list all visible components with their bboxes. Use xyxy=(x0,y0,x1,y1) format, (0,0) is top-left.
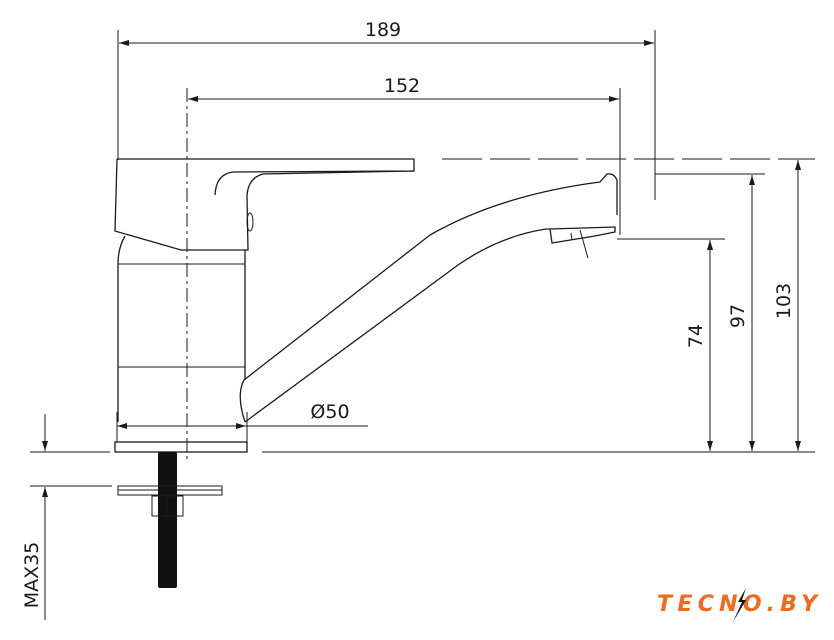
label-74: 74 xyxy=(685,324,707,348)
label-103: 103 xyxy=(773,283,795,319)
dimension-total-length: 189 xyxy=(117,19,656,200)
dimension-total-height: 103 xyxy=(773,160,801,451)
tecno-by-logo: TECNO.BY xyxy=(657,588,819,622)
dimension-aerator-height: 74 xyxy=(685,240,713,451)
lever-handle xyxy=(114,158,415,251)
spout xyxy=(239,173,618,423)
dimension-spout-height: 97 xyxy=(727,175,755,451)
label-max35: MAX35 xyxy=(21,542,43,609)
label-152: 152 xyxy=(384,75,420,97)
label-97: 97 xyxy=(727,304,749,328)
label-189: 189 xyxy=(365,19,401,41)
mounting-hardware xyxy=(117,452,223,588)
label-diameter: Ø50 xyxy=(310,401,349,423)
dimension-base-diameter: Ø50 xyxy=(117,401,368,429)
dimension-max-countertop: MAX35 xyxy=(21,414,112,620)
faucet-body xyxy=(114,235,248,453)
dimension-spout-reach: 152 xyxy=(188,75,621,235)
